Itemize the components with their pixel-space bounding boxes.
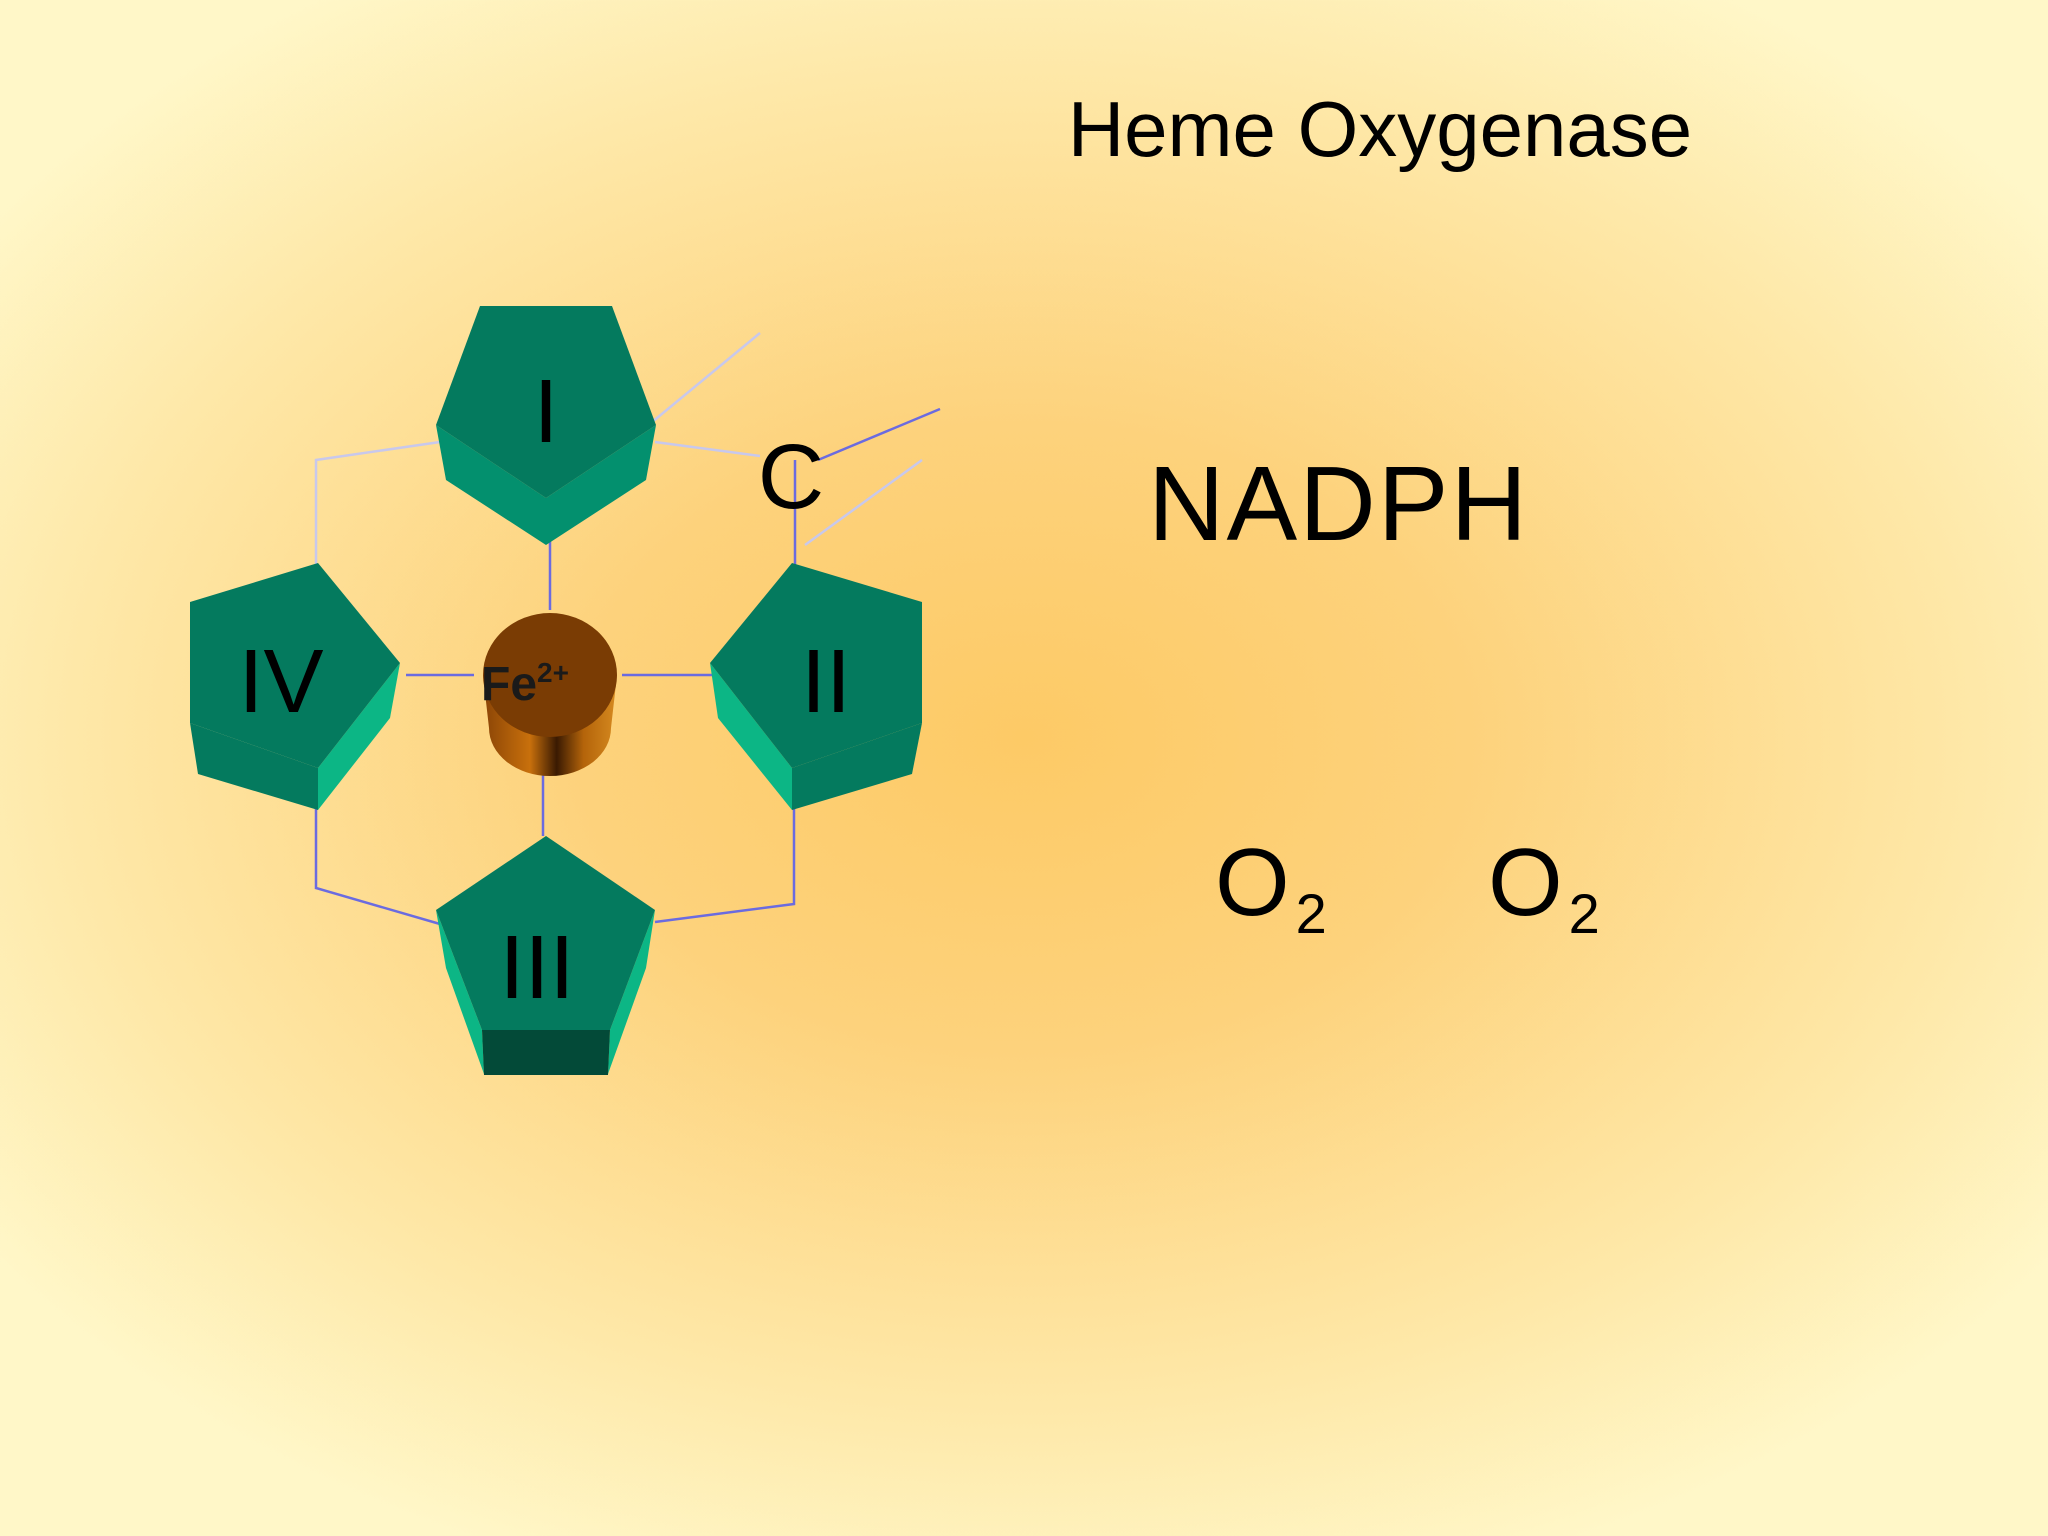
nadph-label: NADPH	[1148, 445, 1529, 563]
oxygen-left-subscript: 2	[1296, 882, 1327, 945]
iron-label: Fe2+	[481, 657, 569, 711]
bond-ring4-ring3	[314, 808, 441, 926]
ring-2-label: II	[801, 632, 851, 732]
slide-title: Heme Oxygenase	[1068, 85, 1692, 173]
ring-1-label: I	[533, 362, 558, 462]
ring-4-label: IV	[238, 632, 323, 732]
bond-methene-substituent-lower	[804, 458, 923, 547]
iron-charge: 2+	[537, 657, 569, 688]
iron-symbol: Fe	[481, 658, 537, 711]
bond-ring1-methene	[654, 440, 761, 458]
bond-ring1-ring4	[314, 440, 441, 565]
oxygen-right-base: O	[1488, 829, 1563, 936]
oxygen-right-subscript: 2	[1569, 882, 1600, 945]
pyrrole-ring-2: II	[710, 563, 922, 810]
pyrrole-ring-1: I	[436, 306, 656, 545]
bond-lines	[314, 332, 941, 926]
bond-methene-substituent-upper	[817, 407, 941, 462]
bond-ring3-ring2	[654, 808, 796, 924]
iron-center: Fe2+	[481, 613, 617, 776]
oxygen-left-base: O	[1215, 829, 1290, 936]
pyrrole-ring-3: III	[436, 836, 655, 1075]
methene-carbon-label: C	[758, 426, 824, 528]
pyrrole-ring-4: IV	[190, 563, 400, 810]
bond-ring1-substituent	[639, 332, 761, 433]
ring-3-label: III	[499, 918, 574, 1018]
